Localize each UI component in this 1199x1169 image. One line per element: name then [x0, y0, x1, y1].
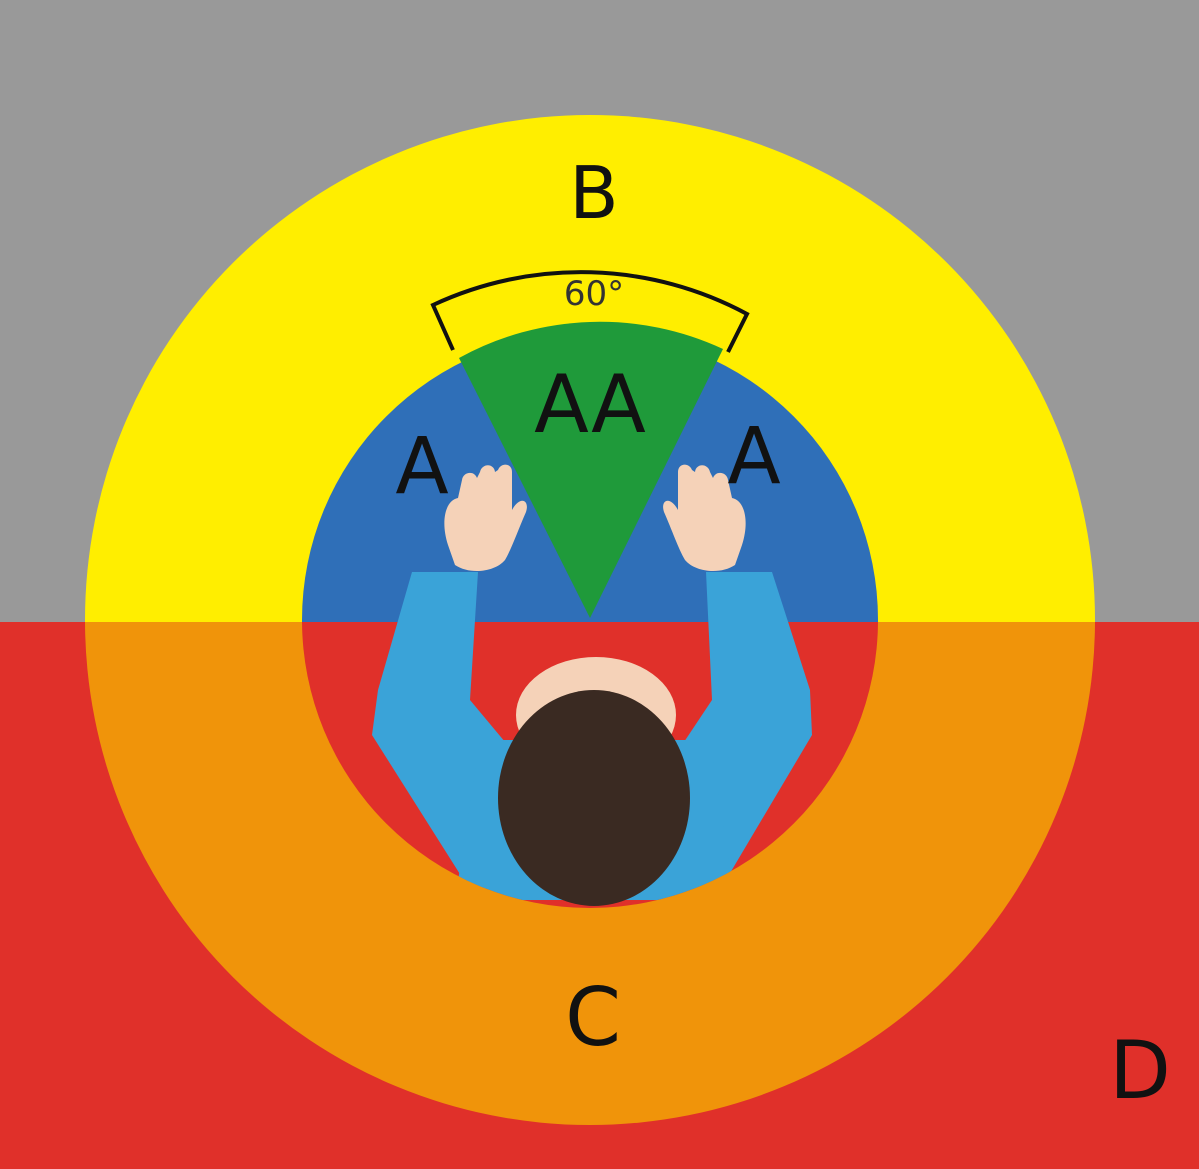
- zone-b-label: B: [569, 151, 618, 235]
- angle-label: 60°: [564, 274, 624, 314]
- zone-a-left-label: A: [395, 422, 448, 512]
- zone-aa-sector: [459, 321, 723, 618]
- zone-a-right-label: A: [727, 412, 780, 502]
- left-hand: [444, 464, 527, 572]
- zone-aa-label: AA: [534, 358, 646, 451]
- right-hand: [663, 464, 746, 572]
- angle-bracket: [430, 270, 750, 353]
- zone-d-label: D: [1109, 1024, 1171, 1117]
- person-figure: [372, 572, 812, 906]
- zone-c-label: C: [565, 971, 621, 1064]
- head-hair: [498, 690, 690, 906]
